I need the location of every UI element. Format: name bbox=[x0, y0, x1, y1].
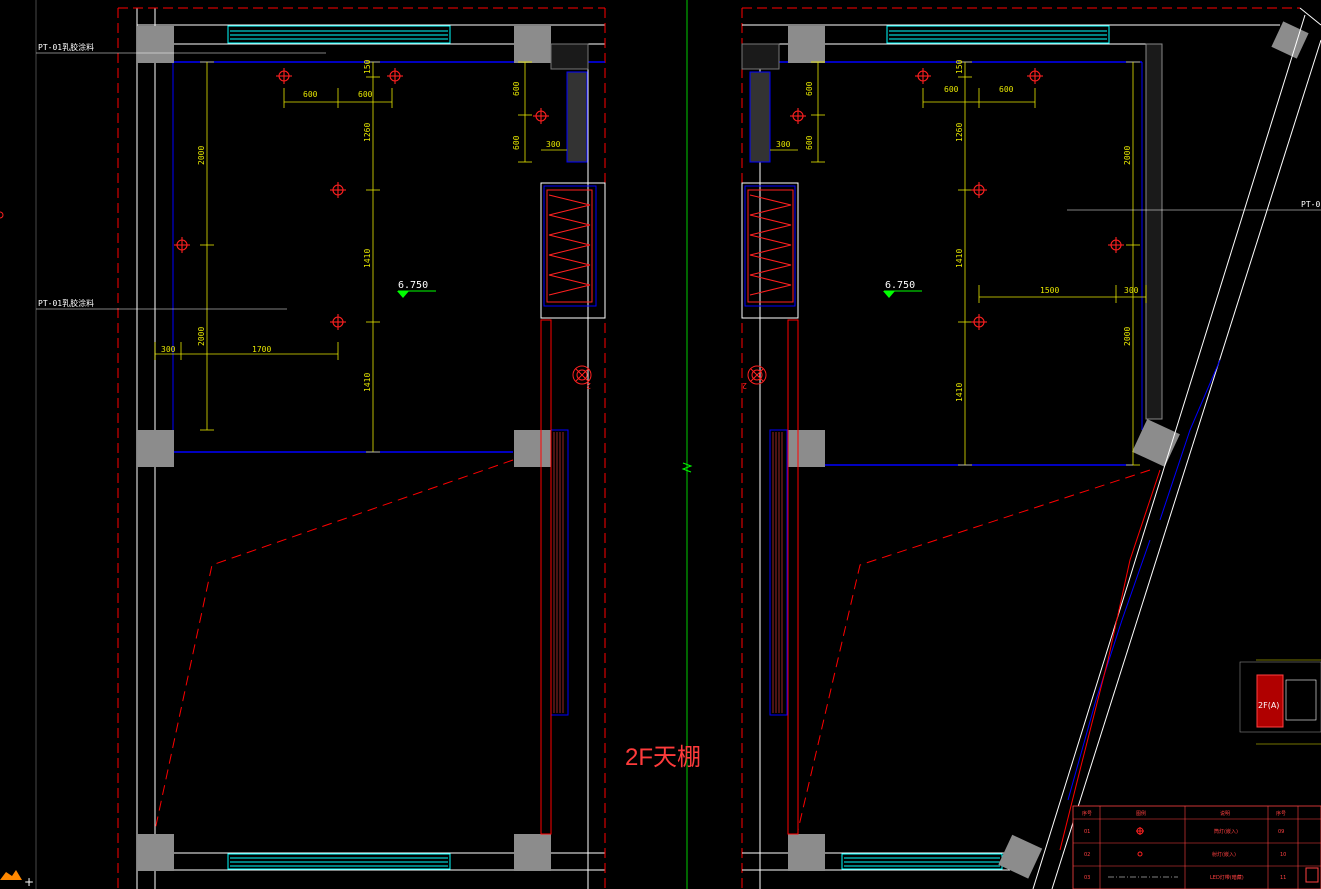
dim-text: 1500 bbox=[1040, 286, 1059, 295]
window-bottom-right bbox=[841, 853, 1003, 870]
dim-text: 300 bbox=[546, 140, 561, 149]
dim-text: 600 bbox=[999, 85, 1014, 94]
column bbox=[1132, 419, 1180, 467]
column bbox=[137, 430, 174, 467]
left-ceiling-plan: 600 600 150 1260 1410 1410 2000 2000 300… bbox=[0, 0, 606, 889]
left-dimension-texts: 600 600 150 1260 1410 1410 2000 2000 300… bbox=[161, 59, 561, 392]
legend-no: 03 bbox=[1084, 875, 1090, 881]
key-plan-label: 2F(A) bbox=[1258, 701, 1279, 710]
dim-text: 1410 bbox=[363, 249, 372, 268]
column bbox=[514, 834, 551, 871]
svg-text:6.750: 6.750 bbox=[398, 280, 428, 291]
svg-text:6.750: 6.750 bbox=[885, 280, 915, 291]
dim-text: 1410 bbox=[955, 249, 964, 268]
level-marker: 6.750 bbox=[883, 280, 922, 298]
material-note: PT-01乳胶涂料 bbox=[38, 298, 94, 308]
window-top-left bbox=[227, 25, 451, 44]
legend-header: 序号 bbox=[1082, 810, 1092, 817]
legend-no: 10 bbox=[1280, 852, 1286, 858]
dim-text: 600 bbox=[805, 81, 814, 96]
dim-text: 2000 bbox=[197, 327, 206, 346]
legend-no: 09 bbox=[1278, 829, 1284, 835]
material-note: PT-01乳胶涂料 bbox=[38, 42, 94, 52]
legend-no: 11 bbox=[1280, 875, 1286, 881]
dim-text: 2000 bbox=[1123, 146, 1132, 165]
right-ceiling-plan: 600 600 150 1260 1410 1410 2000 2000 150… bbox=[741, 7, 1321, 889]
section-tag: 2 bbox=[742, 381, 747, 390]
legend-header: 图例 bbox=[1136, 810, 1146, 817]
dim-text: 1700 bbox=[252, 345, 271, 354]
light-fixtures bbox=[790, 68, 1124, 330]
dim-text: 2000 bbox=[197, 146, 206, 165]
dim-text: 600 bbox=[512, 135, 521, 150]
dim-text: 1410 bbox=[955, 383, 964, 402]
column bbox=[788, 430, 825, 467]
dim-text: 150 bbox=[955, 59, 964, 74]
column bbox=[998, 834, 1043, 879]
downlight-icon bbox=[1136, 827, 1144, 835]
dim-text: 1260 bbox=[955, 123, 964, 142]
section-tag: 2 bbox=[586, 381, 591, 390]
dim-text: 150 bbox=[363, 59, 372, 74]
dim-text: 2000 bbox=[1123, 327, 1132, 346]
dim-text: 300 bbox=[776, 140, 791, 149]
column bbox=[1271, 21, 1309, 59]
dim-text: 1260 bbox=[363, 123, 372, 142]
dim-text: 600 bbox=[944, 85, 959, 94]
dim-text: 300 bbox=[1124, 286, 1139, 295]
centre-axis bbox=[681, 0, 693, 889]
legend-no: 02 bbox=[1084, 852, 1090, 858]
legend-header: 序号 bbox=[1276, 810, 1286, 817]
key-plan[interactable]: 2F(A) bbox=[1239, 659, 1321, 745]
legend-desc: LED灯带(暗藏) bbox=[1210, 874, 1244, 881]
light-fixtures bbox=[174, 68, 549, 330]
drawing-title: 2F天棚 bbox=[625, 744, 701, 771]
right-dimension-texts: 600 600 150 1260 1410 1410 2000 2000 150… bbox=[776, 59, 1139, 402]
legend-desc: 射灯(嵌入) bbox=[1212, 851, 1236, 858]
level-marker: 6.750 bbox=[397, 280, 436, 298]
dim-text: 600 bbox=[512, 81, 521, 96]
column bbox=[788, 26, 825, 63]
dim-text: 1410 bbox=[363, 373, 372, 392]
dim-text: 300 bbox=[161, 345, 176, 354]
cursor-icon: + bbox=[24, 875, 34, 889]
material-note-cut: PT-0 bbox=[1301, 200, 1320, 209]
column bbox=[137, 26, 174, 63]
legend-desc: 筒灯(嵌入) bbox=[1214, 828, 1238, 835]
dim-text: 600 bbox=[358, 90, 373, 99]
dim-text: 600 bbox=[805, 135, 814, 150]
dim-text: 600 bbox=[303, 90, 318, 99]
column bbox=[514, 430, 551, 467]
section-marker[interactable] bbox=[747, 365, 767, 385]
column bbox=[514, 26, 551, 63]
window-bottom-left bbox=[227, 853, 451, 870]
legend-no: 01 bbox=[1084, 829, 1090, 835]
legend-header: 说明 bbox=[1220, 810, 1230, 817]
window-top-right bbox=[886, 25, 1110, 44]
legend-table: 序号 图例 说明 序号 01 筒灯(嵌入) 09 02 射灯(嵌入) 10 03… bbox=[1072, 805, 1321, 889]
column bbox=[137, 834, 174, 871]
section-marker[interactable] bbox=[572, 365, 592, 385]
column bbox=[788, 834, 825, 871]
spotlight-icon bbox=[1137, 851, 1143, 857]
